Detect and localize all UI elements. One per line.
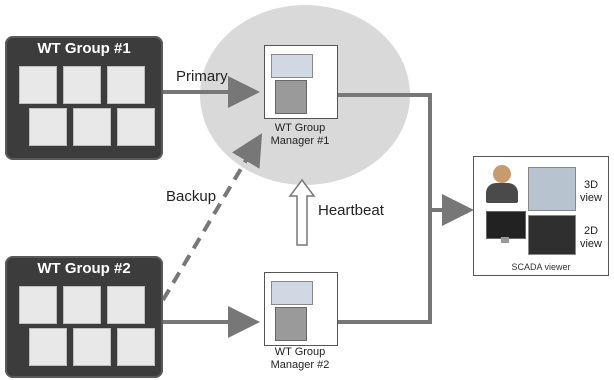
2d-label-line2: view [579, 238, 602, 250]
wt-group-2: WT Group #2 [5, 256, 163, 378]
wt-group-1-title: WT Group #1 [37, 40, 131, 57]
3d-view-image [528, 167, 576, 211]
turbine-icon [117, 328, 155, 366]
turbine-icon [73, 108, 111, 146]
backup-arrow [161, 133, 263, 302]
turbine-icon [29, 328, 67, 366]
scada-viewer: 3D view 2D view SCADA viewer [473, 156, 609, 276]
server-screen [271, 54, 313, 78]
wt-group-1: WT Group #1 [5, 36, 163, 160]
server-body [275, 307, 307, 341]
scada-viewer-caption: SCADA viewer [511, 262, 571, 272]
wt-group-2-title: WT Group #2 [37, 260, 131, 277]
manager-1-line1: WT Group [274, 122, 326, 134]
3d-label-line1: 3D [583, 179, 599, 191]
manager-2-server-icon [264, 272, 338, 346]
manager1-to-scada-line [338, 93, 432, 210]
manager-1-label: WT Group Manager #1 [258, 122, 342, 148]
backup-label: Backup [166, 188, 217, 205]
turbine-icon [29, 108, 67, 146]
server-body [275, 80, 307, 114]
3d-view-label: 3D view [578, 179, 604, 205]
2d-label-line1: 2D [583, 225, 599, 237]
turbine-icon [107, 286, 145, 324]
heartbeat-label: Heartbeat [318, 202, 384, 219]
manager-2-label: WT Group Manager #2 [258, 346, 342, 372]
2d-view-image [528, 215, 576, 255]
turbine-icon [63, 66, 101, 104]
3d-label-line2: view [579, 192, 602, 204]
primary-label: Primary [176, 68, 228, 85]
manager-1-server-icon [264, 45, 338, 119]
manager2-to-scada-line [338, 210, 432, 324]
turbine-icon [73, 328, 111, 366]
turbine-icon [107, 66, 145, 104]
manager-2-line1: WT Group [274, 346, 326, 358]
2d-view-label: 2D view [578, 225, 604, 251]
turbine-icon [19, 286, 57, 324]
monitor-icon [486, 211, 526, 245]
turbine-icon [117, 108, 155, 146]
turbine-icon [19, 66, 57, 104]
heartbeat-arrow [288, 178, 316, 246]
turbine-icon [63, 286, 101, 324]
server-screen [271, 281, 313, 305]
manager-1-line2: Manager #1 [270, 135, 330, 147]
user-icon [484, 165, 520, 205]
manager-2-line2: Manager #2 [270, 359, 330, 371]
